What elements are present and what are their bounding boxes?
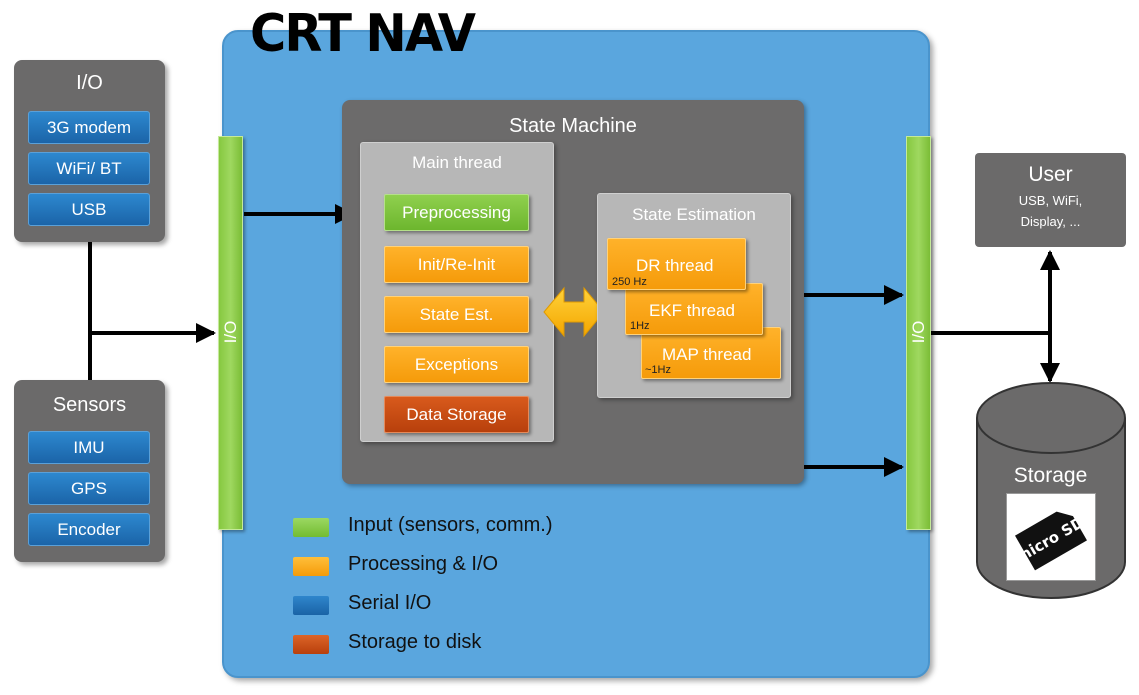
- map-thread-rate: ~1Hz: [645, 364, 671, 376]
- io-bar-left-label: I/O: [221, 320, 240, 344]
- legend-label-processing: Processing & I/O: [348, 553, 499, 575]
- dr-thread-name: DR thread: [636, 256, 714, 275]
- legend-swatch-storage: [293, 635, 329, 654]
- legend-label-serial: Serial I/O: [348, 592, 432, 614]
- legend-swatch-input: [293, 518, 329, 537]
- io-item-wifi-bt: WiFi/ BT: [28, 152, 150, 185]
- micro-sd-card: micro SD: [1006, 493, 1096, 581]
- preprocessing-block: Preprocessing: [384, 194, 529, 231]
- legend-label-storage: Storage to disk: [348, 631, 482, 653]
- sensors-panel-title: Sensors: [52, 394, 127, 416]
- io-bar-right-label: I/O: [909, 320, 928, 344]
- user-line-1: USB, WiFi,: [1018, 193, 1083, 208]
- io-bar-right: I/O: [906, 136, 931, 530]
- micro-sd-icon: micro SD: [1012, 511, 1087, 571]
- legend-swatch-serial: [293, 596, 329, 615]
- io-bar-left: I/O: [218, 136, 243, 530]
- map-thread-block: MAP thread ~1Hz: [641, 327, 781, 379]
- io-item-3g-modem: 3G modem: [28, 111, 150, 144]
- user-title: User: [1028, 163, 1073, 186]
- ekf-thread-name: EKF thread: [649, 301, 735, 320]
- dr-thread-rate: 250 Hz: [612, 276, 647, 288]
- sensor-item-imu: IMU: [28, 431, 150, 464]
- main-thread-panel: Main thread: [360, 142, 554, 442]
- io-panel-title: I/O: [76, 72, 103, 94]
- map-thread-name: MAP thread: [662, 345, 752, 364]
- storage-title: Storage: [1013, 464, 1088, 487]
- diagram-title: CRT NAV: [250, 4, 476, 64]
- dr-thread-block: DR thread 250 Hz: [607, 238, 746, 290]
- exceptions-block: Exceptions: [384, 346, 529, 383]
- data-storage-block: Data Storage: [384, 396, 529, 433]
- main-thread-title: Main thread: [412, 153, 502, 172]
- io-item-usb: USB: [28, 193, 150, 226]
- state-est-block: State Est.: [384, 296, 529, 333]
- legend-swatch-processing: [293, 557, 329, 576]
- legend-label-input: Input (sensors, comm.): [348, 514, 553, 536]
- state-estimation-title: State Estimation: [632, 205, 756, 224]
- io-panel: I/O 3G modem WiFi/ BT USB: [14, 60, 165, 242]
- init-reinit-block: Init/Re-Init: [384, 246, 529, 283]
- ekf-thread-block: EKF thread 1Hz: [625, 283, 763, 335]
- sensor-item-encoder: Encoder: [28, 513, 150, 546]
- sensors-panel: Sensors IMU GPS Encoder: [14, 380, 165, 562]
- ekf-thread-rate: 1Hz: [630, 320, 650, 332]
- user-panel: User USB, WiFi, Display, ...: [975, 153, 1126, 247]
- user-line-2: Display, ...: [1020, 214, 1081, 229]
- state-machine-title: State Machine: [509, 115, 637, 137]
- sensor-item-gps: GPS: [28, 472, 150, 505]
